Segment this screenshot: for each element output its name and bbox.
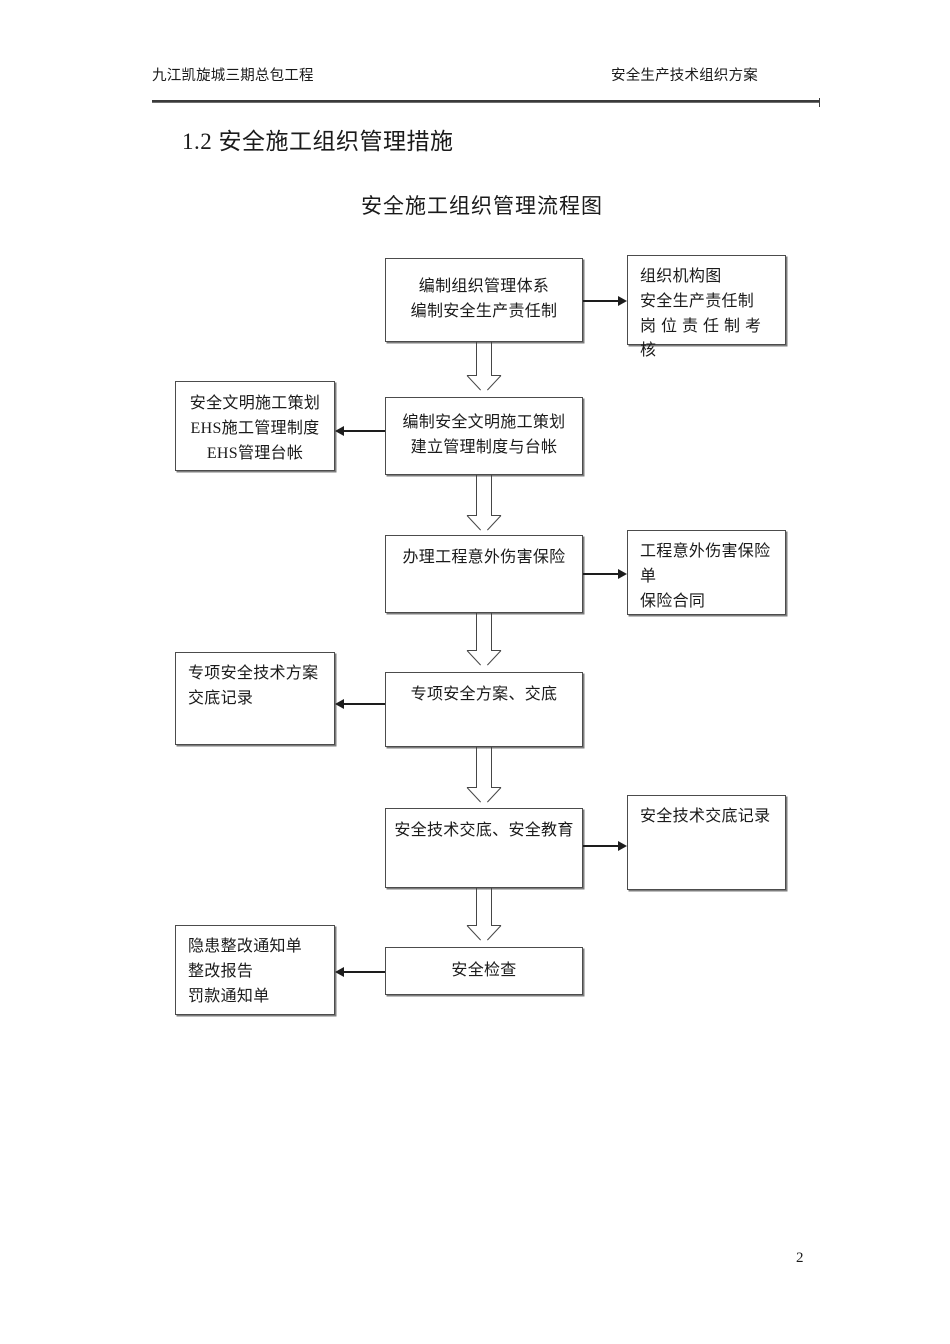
flow-arrow-main1-to-right1 xyxy=(583,296,627,306)
arrowhead-icon xyxy=(618,296,627,306)
flow-node-right-3: 工程意外伤害保险 单 保险合同 xyxy=(627,530,786,615)
flow-node-right-1-line3: 岗位责任制考核 xyxy=(640,317,767,360)
flow-node-right-5-line1: 安全技术交底记录 xyxy=(640,808,771,825)
flow-node-left-6-line2: 整改报告 xyxy=(188,962,254,980)
flow-connector-main1-to-main2 xyxy=(467,342,501,397)
flow-node-right-1-line1: 组织机构图 xyxy=(640,268,722,285)
connector-stem-right xyxy=(491,613,492,650)
connector-stem-left xyxy=(476,888,477,925)
flow-node-right-1-line2: 安全生产责任制 xyxy=(640,292,755,310)
flow-node-main-2: 编制安全文明施工策划 建立管理制度与台帐 xyxy=(385,397,583,475)
flow-arrow-main3-to-right3 xyxy=(583,569,627,579)
flow-node-main-3: 办理工程意外伤害保险 xyxy=(385,535,583,613)
block-arrowhead-icon xyxy=(467,787,501,809)
figure-title-text: 安全施工组织管理流程图 xyxy=(361,194,603,218)
section-heading: 1.2 安全施工组织管理措施 xyxy=(182,129,454,154)
block-arrowhead-icon xyxy=(467,925,501,947)
flow-node-main-4: 专项安全方案、交底 xyxy=(385,672,583,747)
flow-node-main-6: 安全检查 xyxy=(385,947,583,995)
flow-node-right-3-line3: 保险合同 xyxy=(640,592,706,610)
flow-node-main-1-line1: 编制组织管理体系 xyxy=(418,278,550,296)
connector-stem-right xyxy=(491,342,492,375)
flow-connector-main5-to-main6 xyxy=(467,888,501,947)
flow-node-main-5-line1: 安全技术交底、安全教育 xyxy=(394,822,574,839)
flow-node-left-2-line1: 安全文明施工策划 xyxy=(189,395,321,412)
flow-connector-main2-to-main3 xyxy=(467,475,501,537)
flow-arrow-main2-to-left2 xyxy=(335,426,385,436)
flow-node-main-4-line1: 专项安全方案、交底 xyxy=(410,686,558,703)
arrowhead-icon xyxy=(618,569,627,579)
flow-connector-main3-to-main4 xyxy=(467,613,501,672)
connector-stem-left xyxy=(476,342,477,375)
flow-node-main-6-line1: 安全检查 xyxy=(451,961,517,979)
block-arrowhead-icon xyxy=(467,515,501,537)
flow-arrow-main6-to-left6 xyxy=(335,967,385,977)
arrowhead-icon xyxy=(335,426,344,436)
flow-node-main-2-line1: 编制安全文明施工策划 xyxy=(402,414,566,432)
connector-stem-left xyxy=(476,613,477,650)
running-header: 九江凯旋城三期总包工程 安全生产技术组织方案 xyxy=(152,64,820,85)
block-arrowhead-icon xyxy=(467,650,501,672)
flow-arrow-main4-to-left4 xyxy=(335,699,385,709)
flow-node-left-2-line2: EHS施工管理制度 xyxy=(190,419,320,437)
flow-node-right-5: 安全技术交底记录 xyxy=(627,795,786,890)
header-rule-end-tick xyxy=(819,98,820,107)
flow-node-left-2-line3: EHS管理台帐 xyxy=(206,444,304,462)
connector-stem-left xyxy=(476,747,477,787)
flow-node-main-1: 编制组织管理体系 编制安全生产责任制 xyxy=(385,258,583,342)
header-left-text: 九江凯旋城三期总包工程 xyxy=(152,68,314,84)
flow-connector-main4-to-main5 xyxy=(467,747,501,809)
arrowhead-icon xyxy=(335,699,344,709)
flow-node-left-4-line2: 交底记录 xyxy=(188,689,254,707)
flow-node-left-4-line1: 专项安全技术方案 xyxy=(188,665,319,682)
figure-title: 安全施工组织管理流程图 xyxy=(0,190,950,220)
flow-node-left-4: 专项安全技术方案 交底记录 xyxy=(175,652,335,745)
header-right-text: 安全生产技术组织方案 xyxy=(611,68,758,84)
arrowhead-icon xyxy=(335,967,344,977)
flow-node-right-3-line1: 工程意外伤害保险 xyxy=(640,543,771,560)
flow-node-left-6: 隐患整改通知单 整改报告 罚款通知单 xyxy=(175,925,335,1015)
connector-stem-right xyxy=(491,747,492,787)
flow-node-left-6-line1: 隐患整改通知单 xyxy=(188,938,303,955)
connector-stem-right xyxy=(491,888,492,925)
flow-node-left-2: 安全文明施工策划 EHS施工管理制度 EHS管理台帐 xyxy=(175,381,335,471)
flow-node-main-3-line1: 办理工程意外伤害保险 xyxy=(402,549,566,566)
flow-node-main-2-line2: 建立管理制度与台帐 xyxy=(410,439,558,456)
arrowhead-icon xyxy=(618,841,627,851)
header-divider-rule xyxy=(152,98,820,107)
flow-node-right-1: 组织机构图 安全生产责任制 岗位责任制考核 xyxy=(627,255,786,359)
flow-node-left-6-line3: 罚款通知单 xyxy=(188,987,270,1005)
connector-stem-left xyxy=(476,475,477,515)
flow-node-right-3-line2: 单 xyxy=(640,567,657,585)
flow-node-main-5: 安全技术交底、安全教育 xyxy=(385,808,583,888)
page-number: 2 xyxy=(796,1250,804,1266)
flow-arrow-main5-to-right5 xyxy=(583,841,627,851)
connector-stem-right xyxy=(491,475,492,515)
block-arrowhead-icon xyxy=(467,375,501,397)
flow-node-main-1-line2: 编制安全生产责任制 xyxy=(410,303,558,320)
